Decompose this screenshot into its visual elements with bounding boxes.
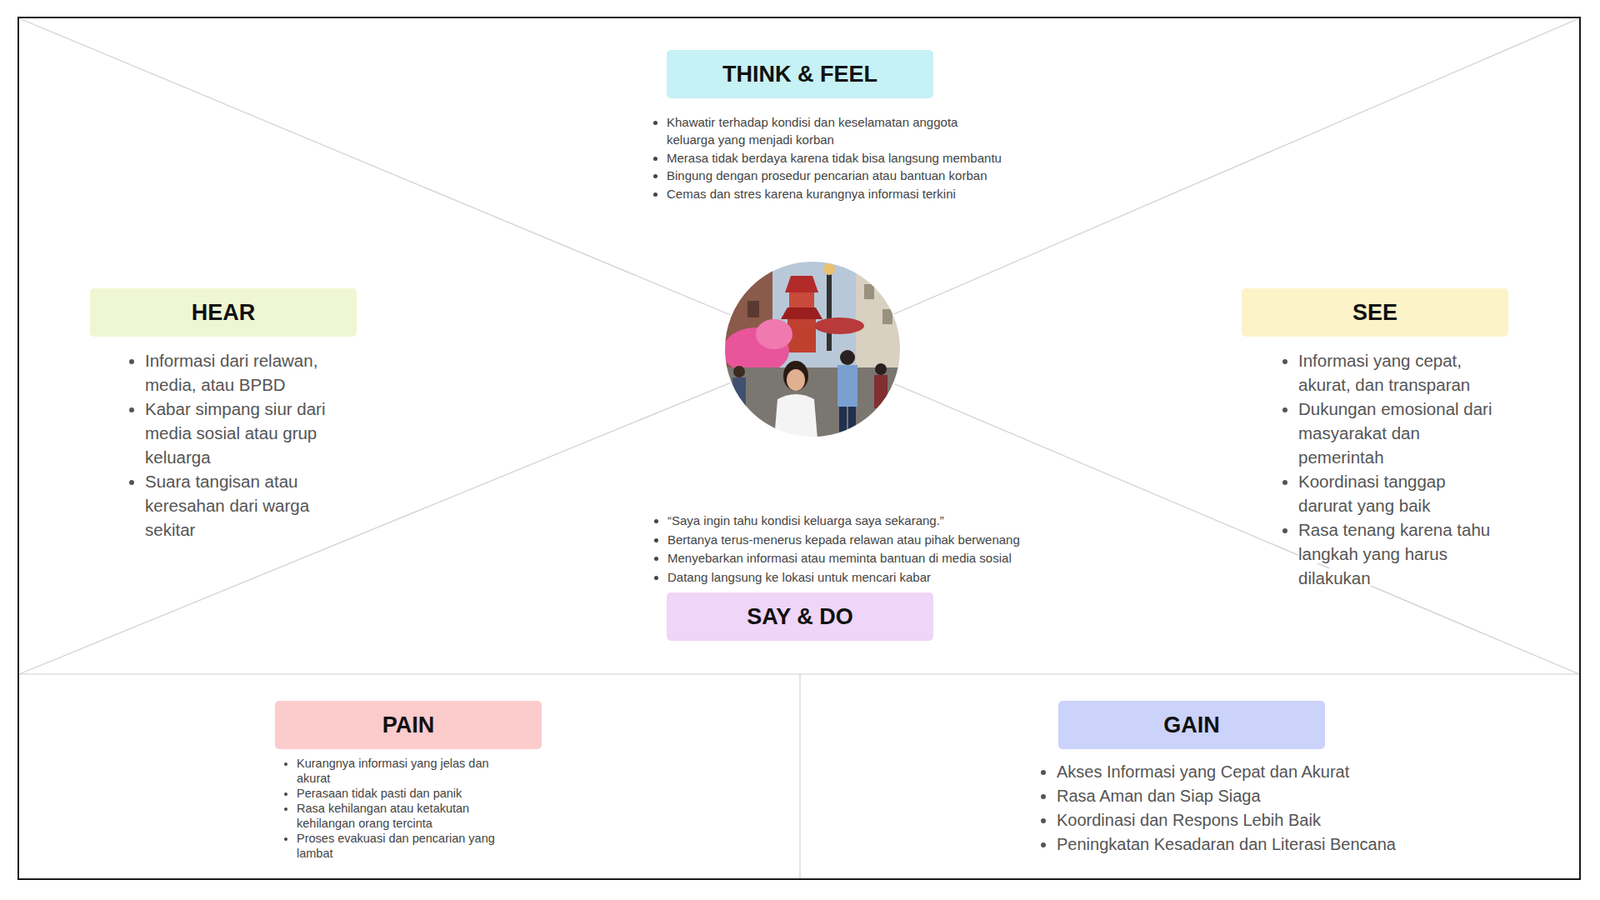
bullet-text: Suara tangisan atau keresahan dari warga… <box>145 471 310 540</box>
bullet-list: Akses Informasi yang Cepat dan AkuratRas… <box>1038 760 1472 857</box>
bullet-text: Proses evakuasi dan pencarian yang lamba… <box>296 831 495 860</box>
persona-photo <box>722 259 903 440</box>
bullet-text: Kabar simpang siur dari media sosial ata… <box>145 399 326 467</box>
bullet-text: “Saya ingin tahu kondisi keluarga saya s… <box>667 513 945 528</box>
bullet-list: Informasi dari relawan, media, atau BPBD… <box>125 348 342 542</box>
bullet-item: Bingung dengan prosedur pencarian atau b… <box>666 166 1002 185</box>
header-text: GAIN <box>1163 712 1220 739</box>
bullet-item: Informasi dari relawan, media, atau BPBD <box>145 348 342 397</box>
bullet-item: Perasaan tidak pasti dan panik <box>296 785 517 801</box>
section-header: GAIN <box>1058 700 1325 750</box>
bullet-text: Dukungan emosional dari masyarakat dan p… <box>1298 399 1492 467</box>
divider-line <box>799 674 800 879</box>
bullet-item: Menyebarkan informasi atau meminta bantu… <box>667 549 1035 569</box>
bullet-text: Bingung dengan prosedur pencarian atau b… <box>666 168 987 183</box>
bullet-text: Rasa kehilangan atau ketakutan kehilanga… <box>296 801 470 830</box>
bullet-text: Merasa tidak berdaya karena tidak bisa l… <box>666 150 1002 165</box>
bullet-item: Akses Informasi yang Cepat dan Akurat <box>1056 760 1472 785</box>
bullet-text: Akses Informasi yang Cepat dan Akurat <box>1056 762 1350 781</box>
section-header: PAIN <box>275 700 542 750</box>
bullet-item: Rasa tenang karena tahu langkah yang har… <box>1298 517 1494 590</box>
bullet-item: Merasa tidak berdaya karena tidak bisa l… <box>666 149 1002 167</box>
bullet-text: Datang langsung ke lokasi untuk mencari … <box>667 570 931 585</box>
bullet-item: Proses evakuasi dan pencarian yang lamba… <box>296 830 517 861</box>
bullet-item: Dukungan emosional dari masyarakat dan p… <box>1298 396 1494 470</box>
bullet-item: Informasi yang cepat, akurat, dan transp… <box>1298 348 1494 397</box>
bullet-text: Koordinasi tanggap darurat yang baik <box>1298 471 1446 515</box>
bullet-text: Khawatir terhadap kondisi dan keselamata… <box>666 115 958 147</box>
bullet-item: Rasa kehilangan atau ketakutan kehilanga… <box>296 800 517 831</box>
bullet-text: Menyebarkan informasi atau meminta bantu… <box>667 550 1012 565</box>
bullet-item: Kurangnya informasi yang jelas dan akura… <box>296 755 517 786</box>
bullet-text: Rasa tenang karena tahu langkah yang har… <box>1298 520 1490 588</box>
header-text: SEE <box>1352 300 1398 326</box>
bullet-text: Kurangnya informasi yang jelas dan akura… <box>296 756 490 785</box>
bullet-item: Kabar simpang siur dari media sosial ata… <box>145 396 342 470</box>
bullet-item: Cemas dan stres karena kurangnya informa… <box>666 185 1002 203</box>
section-header: HEAR <box>90 288 357 337</box>
bullet-text: Informasi yang cepat, akurat, dan transp… <box>1298 350 1470 395</box>
bullet-list: Informasi yang cepat, akurat, dan transp… <box>1278 348 1494 590</box>
bullet-item: Koordinasi tanggap darurat yang baik <box>1298 469 1494 518</box>
header-text: PAIN <box>382 712 435 739</box>
bullet-text: Cemas dan stres karena kurangnya informa… <box>666 186 956 201</box>
bullet-text: Peningkatan Kesadaran dan Literasi Benca… <box>1056 835 1396 854</box>
header-text: HEAR <box>191 300 256 326</box>
section-header: THINK & FEEL <box>666 50 934 99</box>
bullet-text: Perasaan tidak pasti dan panik <box>296 786 462 800</box>
bullet-item: Koordinasi dan Respons Lebih Baik <box>1056 808 1472 833</box>
bullet-item: Datang langsung ke lokasi untuk mencari … <box>667 568 1035 588</box>
header-text: THINK & FEEL <box>722 61 878 88</box>
bullet-text: Informasi dari relawan, media, atau BPBD <box>145 350 318 395</box>
bullet-text: Koordinasi dan Respons Lebih Baik <box>1056 810 1321 830</box>
bullet-item: Bertanya terus-menerus kepada relawan at… <box>667 530 1035 550</box>
bullet-text: Rasa Aman dan Siap Siaga <box>1056 786 1261 805</box>
bullet-text: Bertanya terus-menerus kepada relawan at… <box>667 532 1020 547</box>
divider-line <box>19 673 1580 675</box>
header-text: SAY & DO <box>746 604 854 630</box>
bullet-list: Kurangnya informasi yang jelas dan akura… <box>281 755 517 861</box>
bullet-item: Peningkatan Kesadaran dan Literasi Benca… <box>1056 832 1472 857</box>
bullet-item: Khawatir terhadap kondisi dan keselamata… <box>666 113 1002 150</box>
bullet-item: Rasa Aman dan Siap Siaga <box>1056 784 1472 809</box>
bullet-list: Khawatir terhadap kondisi dan keselamata… <box>651 113 1002 203</box>
bullet-item: Suara tangisan atau keresahan dari warga… <box>145 469 342 542</box>
bullet-item: “Saya ingin tahu kondisi keluarga saya s… <box>667 511 1035 531</box>
section-header: SAY & DO <box>666 592 934 641</box>
section-header: SEE <box>1241 288 1509 337</box>
bullet-list: “Saya ingin tahu kondisi keluarga saya s… <box>652 511 1035 587</box>
